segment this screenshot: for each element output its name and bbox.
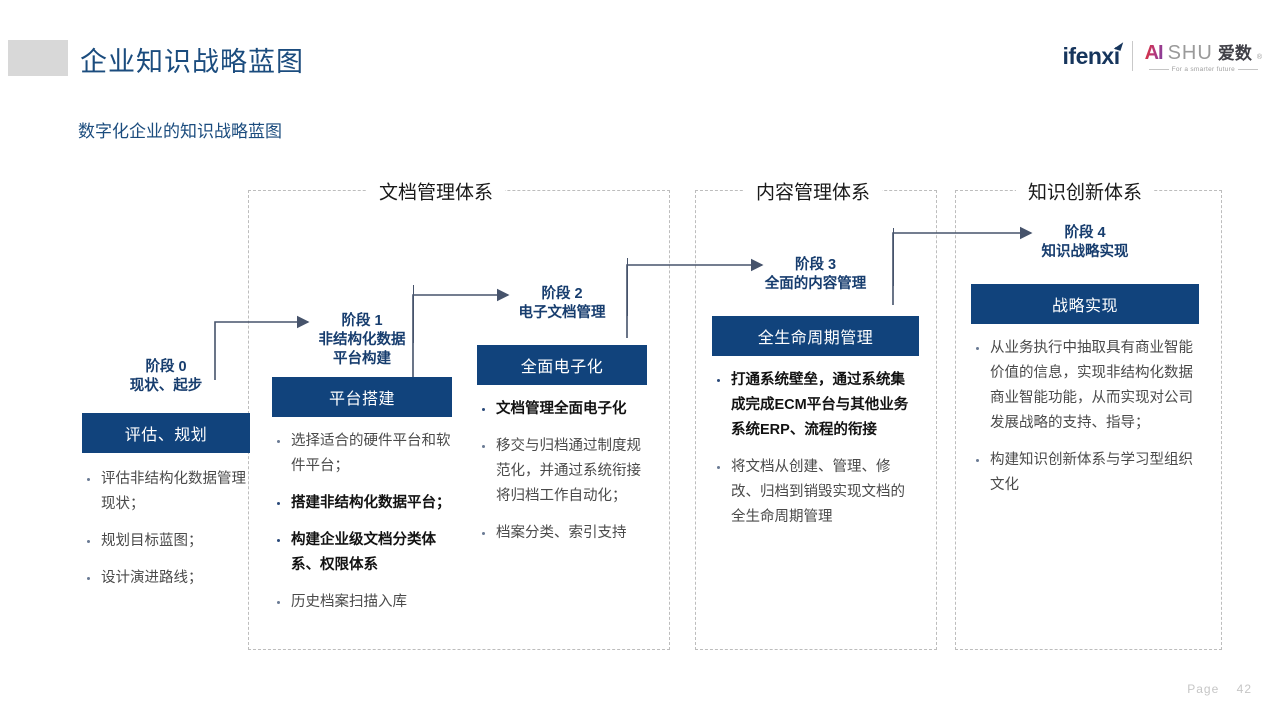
phase-0-banner: 评估、规划 [82, 413, 250, 453]
phase-0-title-line2: 现状、起步 [129, 378, 203, 394]
list-item: 历史档案扫描入库 [272, 590, 452, 615]
list-item: 从业务执行中抽取具有商业智能价值的信息，实现非结构化数据商业智能功能，从而实现对… [971, 336, 1199, 436]
group-label-knowledge-innovation: 知识创新体系 [1015, 177, 1155, 205]
aishu-logo-wordmark: AI SHU 爱数 ® [1145, 39, 1262, 65]
phase-4-title: 阶段 4 知识战略实现 [971, 224, 1199, 262]
list-item: 打通系统壁垒，通过系统集成完成ECM平台与其他业务系统ERP、流程的衔接 [712, 368, 919, 443]
phase-3: 阶段 3 全面的内容管理 全生命周期管理 打通系统壁垒，通过系统集成完成ECM平… [712, 256, 919, 530]
tagline-rule-left [1148, 69, 1169, 70]
phase-4-title-line2: 知识战略实现 [1041, 244, 1129, 260]
phase-3-banner: 全生命周期管理 [712, 316, 919, 356]
phase-4-title-line1: 阶段 4 [1064, 225, 1106, 241]
phase-2-title-line2: 电子文档管理 [518, 305, 606, 321]
aishu-chinese-text: 爱数 [1217, 44, 1252, 63]
phase-1-list: 选择适合的硬件平台和软件平台； 搭建非结构化数据平台； 构建企业级文档分类体系、… [272, 429, 452, 615]
phase-3-title: 阶段 3 全面的内容管理 [712, 256, 919, 294]
aishu-tagline: For a smarter future [1148, 66, 1259, 73]
phase-3-title-line1: 阶段 3 [794, 257, 837, 273]
list-item: 搭建非结构化数据平台； [272, 491, 452, 516]
aishu-ai-text: AI [1144, 42, 1164, 64]
logo-group: ifenxi AI SHU 爱数 ® For a smarter future [1063, 36, 1262, 76]
phase-2-title: 阶段 2 电子文档管理 [477, 285, 647, 323]
list-item: 文档管理全面电子化 [477, 397, 647, 422]
list-item: 移交与归档通过制度规范化，并通过系统衔接将归档工作自动化； [477, 434, 647, 509]
aishu-registered-mark: ® [1256, 54, 1262, 61]
aishu-logo: AI SHU 爱数 ® For a smarter future [1145, 39, 1262, 73]
phase-2: 阶段 2 电子文档管理 全面电子化 文档管理全面电子化 移交与归档通过制度规范化… [477, 285, 647, 546]
phase-0: 阶段 0 现状、起步 评估、规划 评估非结构化数据管理现状； 规划目标蓝图； 设… [82, 358, 250, 591]
phase-2-title-line1: 阶段 2 [541, 286, 583, 302]
phase-1-title-line2: 非结构化数据 [318, 332, 406, 348]
phase-1-banner: 平台搭建 [272, 377, 452, 417]
phase-2-title-divider [627, 258, 628, 316]
list-item: 规划目标蓝图； [82, 529, 250, 554]
list-item: 选择适合的硬件平台和软件平台； [272, 429, 452, 479]
phase-1-title-line1: 阶段 1 [341, 313, 383, 329]
phase-4-banner: 战略实现 [971, 284, 1199, 324]
page-label: Page [1187, 682, 1220, 696]
group-label-content-management: 内容管理体系 [743, 177, 883, 205]
aishu-tagline-text: For a smarter future [1171, 66, 1236, 73]
list-item: 构建企业级文档分类体系、权限体系 [272, 528, 452, 578]
page-number: 42 [1236, 682, 1252, 696]
tagline-rule-right [1238, 69, 1259, 70]
phase-1-title: 阶段 1 非结构化数据 平台构建 [272, 312, 452, 369]
phase-3-list: 打通系统壁垒，通过系统集成完成ECM平台与其他业务系统ERP、流程的衔接 将文档… [712, 368, 919, 530]
list-item: 评估非结构化数据管理现状； [82, 467, 250, 517]
phase-1-title-divider [413, 285, 414, 343]
phase-4: 阶段 4 知识战略实现 战略实现 从业务执行中抽取具有商业智能价值的信息，实现非… [971, 224, 1199, 498]
list-item: 档案分类、索引支持 [477, 521, 647, 546]
page-number-footer: Page 42 [1187, 682, 1252, 696]
ifenxi-swoosh-icon [1113, 39, 1123, 51]
phase-3-title-line2: 全面的内容管理 [764, 276, 867, 292]
phase-4-list: 从业务执行中抽取具有商业智能价值的信息，实现非结构化数据商业智能功能，从而实现对… [971, 336, 1199, 498]
phase-1-title-line3: 平台构建 [333, 351, 391, 367]
phase-3-title-divider [893, 228, 894, 286]
logo-divider [1131, 41, 1133, 71]
page-subtitle: 数字化企业的知识战略蓝图 [78, 122, 282, 141]
ifenxi-logo: ifenxi [1062, 39, 1123, 70]
list-item: 设计演进路线； [82, 566, 250, 591]
phase-1: 阶段 1 非结构化数据 平台构建 平台搭建 选择适合的硬件平台和软件平台； 搭建… [272, 312, 452, 615]
phase-0-list: 评估非结构化数据管理现状； 规划目标蓝图； 设计演进路线； [82, 467, 250, 591]
page-title: 企业知识战略蓝图 [80, 47, 304, 77]
list-item: 将文档从创建、管理、修改、归档到销毁实现文档的全生命周期管理 [712, 455, 919, 530]
aishu-shu-text: SHU [1167, 42, 1213, 64]
header-accent-swatch [8, 40, 68, 76]
phase-2-banner: 全面电子化 [477, 345, 647, 385]
ifenxi-logo-text: ifenxi [1062, 42, 1121, 69]
group-label-document-management: 文档管理体系 [366, 177, 506, 205]
phase-2-list: 文档管理全面电子化 移交与归档通过制度规范化，并通过系统衔接将归档工作自动化； … [477, 397, 647, 546]
list-item: 构建知识创新体系与学习型组织文化 [971, 448, 1199, 498]
phase-0-title: 阶段 0 现状、起步 [82, 358, 250, 396]
phase-0-title-line1: 阶段 0 [145, 359, 187, 375]
